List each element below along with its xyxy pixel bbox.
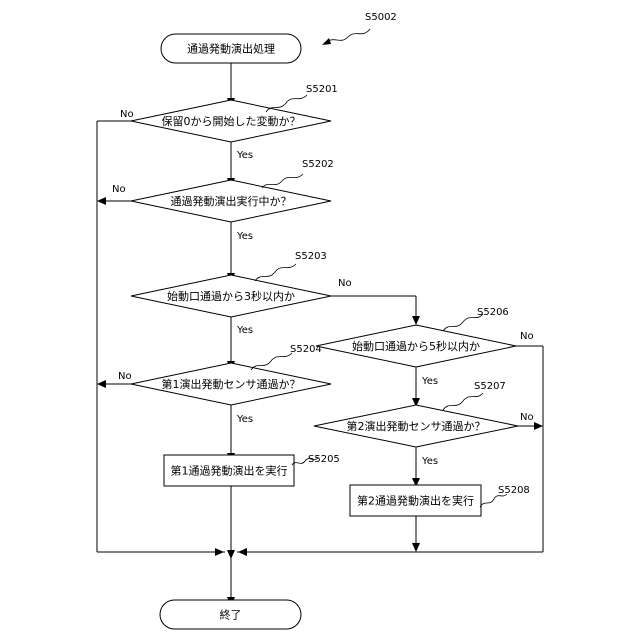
step-ref-leader — [262, 174, 303, 188]
figure-ref-arrowhead — [322, 38, 331, 45]
decision-s5206-label: 始動口通過から5秒以内か — [352, 339, 480, 353]
step-ref-s5208: S5208 — [498, 485, 530, 496]
decision-s5202-label: 通過発動演出実行中か？ — [171, 194, 292, 208]
step-ref-s5206: S5206 — [477, 307, 509, 318]
step-ref-leader — [251, 353, 292, 370]
decision-s5201-label: 保留0から開始した変動か？ — [162, 114, 301, 128]
start-label: 通過発動演出処理 — [187, 42, 275, 56]
figure-ref: S5002 — [365, 12, 397, 23]
branch-yes-s5204: Yes — [236, 414, 253, 425]
process-s5208: 第2通過発動演出を実行 S5208 — [350, 485, 530, 516]
decision-s5204: 第1演出発動センサ通過か？ S5204 No Yes — [118, 344, 331, 425]
decision-s5203: 始動口通過から3秒以内か S5203 No Yes — [131, 251, 352, 336]
branch-no-s5206: No — [520, 331, 534, 342]
figure-ref-leader — [326, 29, 370, 43]
process-s5208-label: 第2通過発動演出を実行 — [357, 494, 474, 508]
branch-no-s5203: No — [338, 278, 352, 289]
step-ref-s5203: S5203 — [295, 251, 327, 262]
branch-no-s5204: No — [118, 371, 132, 382]
branch-yes-s5206: Yes — [421, 376, 438, 387]
step-ref-leader — [255, 264, 296, 281]
step-ref-leader — [443, 393, 483, 410]
decision-s5204-label: 第1演出発動センサ通過か？ — [162, 377, 301, 391]
branch-yes-s5207: Yes — [421, 456, 438, 467]
step-ref-s5205: S5205 — [308, 454, 340, 465]
decision-s5207-label: 第2演出発動センサ通過か？ — [347, 419, 486, 433]
decision-s5203-label: 始動口通過から3秒以内か — [167, 289, 295, 303]
branch-no-s5207: No — [520, 412, 534, 423]
branch-no-s5201: No — [120, 109, 134, 120]
branch-yes-s5202: Yes — [236, 231, 253, 242]
end-terminal: 終了 — [160, 600, 301, 629]
branch-yes-s5203: Yes — [236, 325, 253, 336]
decision-s5202: 通過発動演出実行中か？ S5202 No Yes — [112, 159, 334, 242]
step-ref-s5202: S5202 — [302, 159, 334, 170]
step-ref-s5207: S5207 — [474, 381, 506, 392]
connectors — [97, 63, 543, 600]
step-ref-s5201: S5201 — [306, 84, 338, 95]
process-s5205: 第1通過発動演出を実行 S5205 — [164, 454, 340, 486]
branch-no-s5202: No — [112, 184, 126, 195]
branch-yes-s5201: Yes — [236, 150, 253, 161]
decision-s5207: 第2演出発動センサ通過か？ S5207 No Yes — [314, 381, 534, 467]
decision-s5206: 始動口通過から5秒以内か S5206 No Yes — [316, 307, 534, 387]
process-s5205-label: 第1通過発動演出を実行 — [171, 464, 288, 478]
decision-s5201: 保留0から開始した変動か？ S5201 No Yes — [120, 84, 338, 161]
start-terminal: 通過発動演出処理 — [161, 34, 301, 63]
end-label: 終了 — [220, 608, 242, 622]
